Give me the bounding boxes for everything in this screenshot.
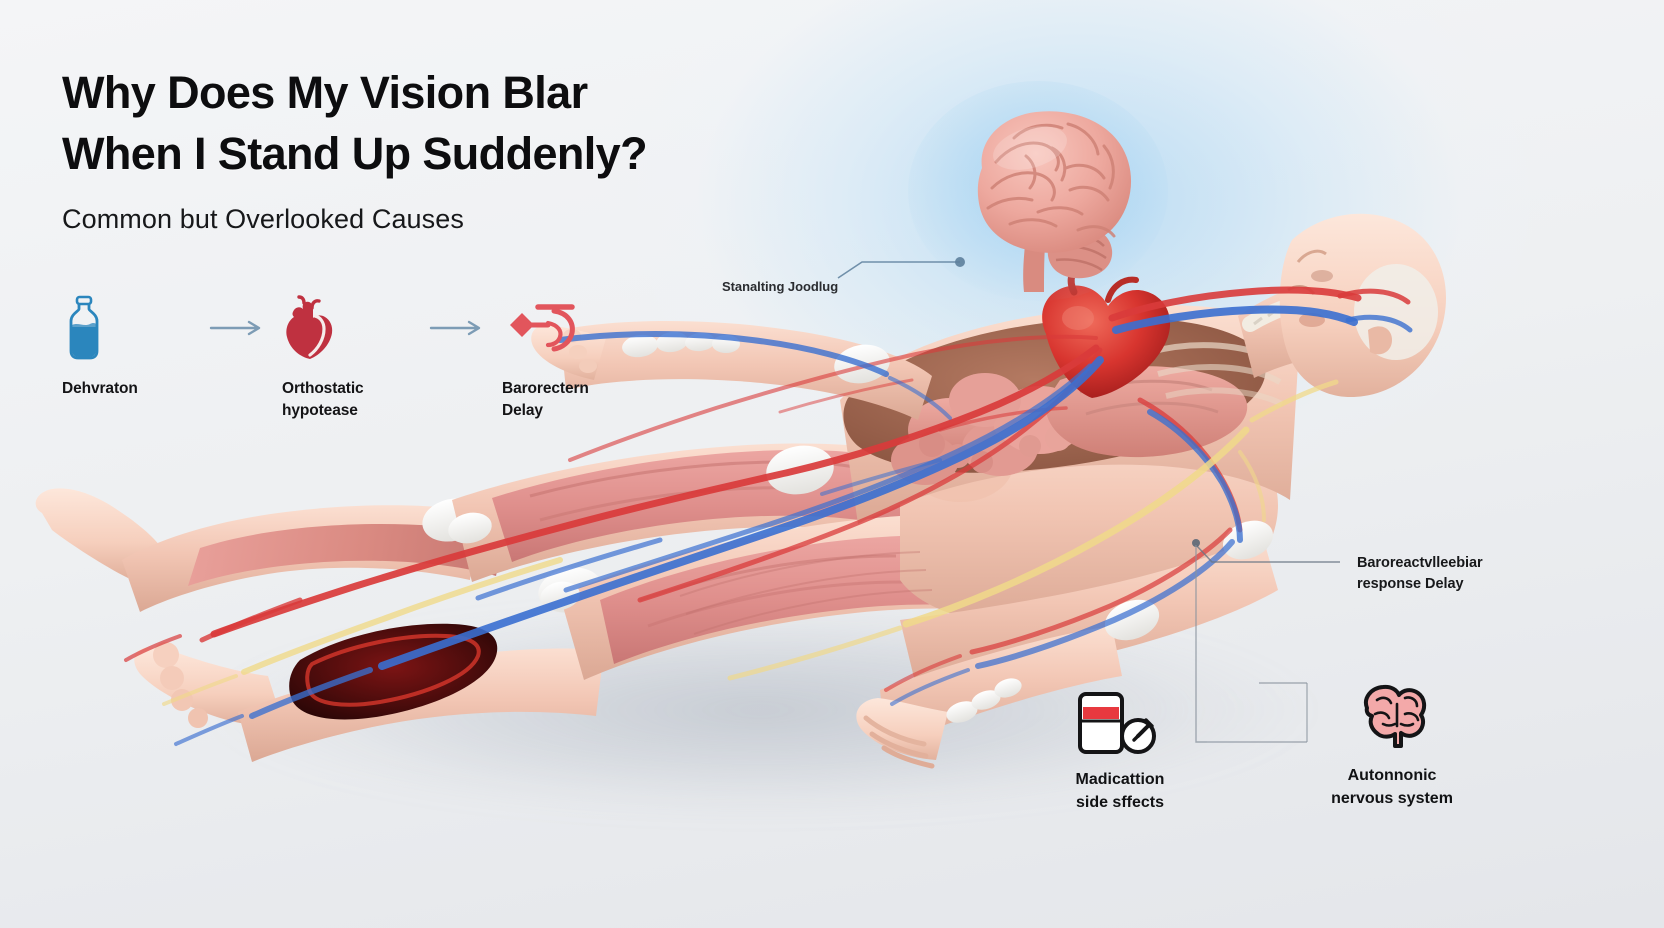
right-callout-leader — [1192, 539, 1340, 563]
bottom-item-medication[interactable]: Madicattion side sffects — [1010, 690, 1230, 814]
page-title-line-2: When I Stand Up Suddenly? — [62, 128, 648, 180]
flow-step-baroreceptor-delay[interactable]: Barorectern Delay — [502, 292, 634, 422]
far-foot — [35, 488, 161, 578]
shoulder-near — [1222, 520, 1274, 560]
flow-step-dehydration-label: Dehvraton — [62, 380, 138, 397]
brain-illustration — [908, 81, 1168, 311]
cause-flow-diagram: Dehvraton Orthostatic hypotease — [62, 292, 634, 422]
brain-outline-icon — [1282, 684, 1502, 752]
brain-callout-label: Stanalting Joodlug — [722, 279, 839, 294]
baroreceptor-arrow-icon — [502, 292, 580, 364]
bottom-bracket-leader — [1195, 545, 1308, 743]
right-callout-label: Baroreactvlleebiar response Delay — [1357, 555, 1483, 593]
flow-step-orthostatic-label: Orthostatic hypotease — [282, 380, 364, 419]
heart-organ — [1042, 285, 1171, 398]
elbow-near — [1104, 599, 1160, 641]
nervous-system — [162, 379, 1339, 706]
medication-pill-clock-icon — [1010, 690, 1230, 756]
bottom-item-medication-label: Madicattion side sffects — [1075, 771, 1165, 811]
arrow-right-icon — [198, 292, 278, 364]
bottom-item-autonomic-nervous-system[interactable]: Autonnonic nervous system — [1282, 684, 1502, 810]
venous-system — [174, 305, 1413, 746]
lower-leg-muscle — [188, 524, 504, 586]
page-title-line-1: Why Does My Vision Blar — [62, 67, 588, 118]
brain-callout-leader — [837, 257, 965, 279]
exposed-calf-muscle — [289, 623, 498, 720]
arrow-right-icon-2 — [418, 292, 498, 364]
eye — [1311, 270, 1333, 282]
page-subtitle: Common but Overlooked Causes — [62, 204, 464, 235]
heart-icon — [282, 292, 360, 364]
water-bottle-icon — [62, 292, 140, 364]
ear — [1368, 326, 1392, 355]
title-block: Why Does My Vision Blar When I Stand Up … — [62, 62, 822, 235]
bottom-item-autonomic-label: Autonnonic nervous system — [1331, 767, 1453, 807]
flow-step-dehydration[interactable]: Dehvraton — [62, 292, 194, 400]
flow-step-baroreceptor-label: Barorectern Delay — [502, 380, 589, 419]
flow-step-orthostatic-hypotension[interactable]: Orthostatic hypotease — [282, 292, 414, 422]
